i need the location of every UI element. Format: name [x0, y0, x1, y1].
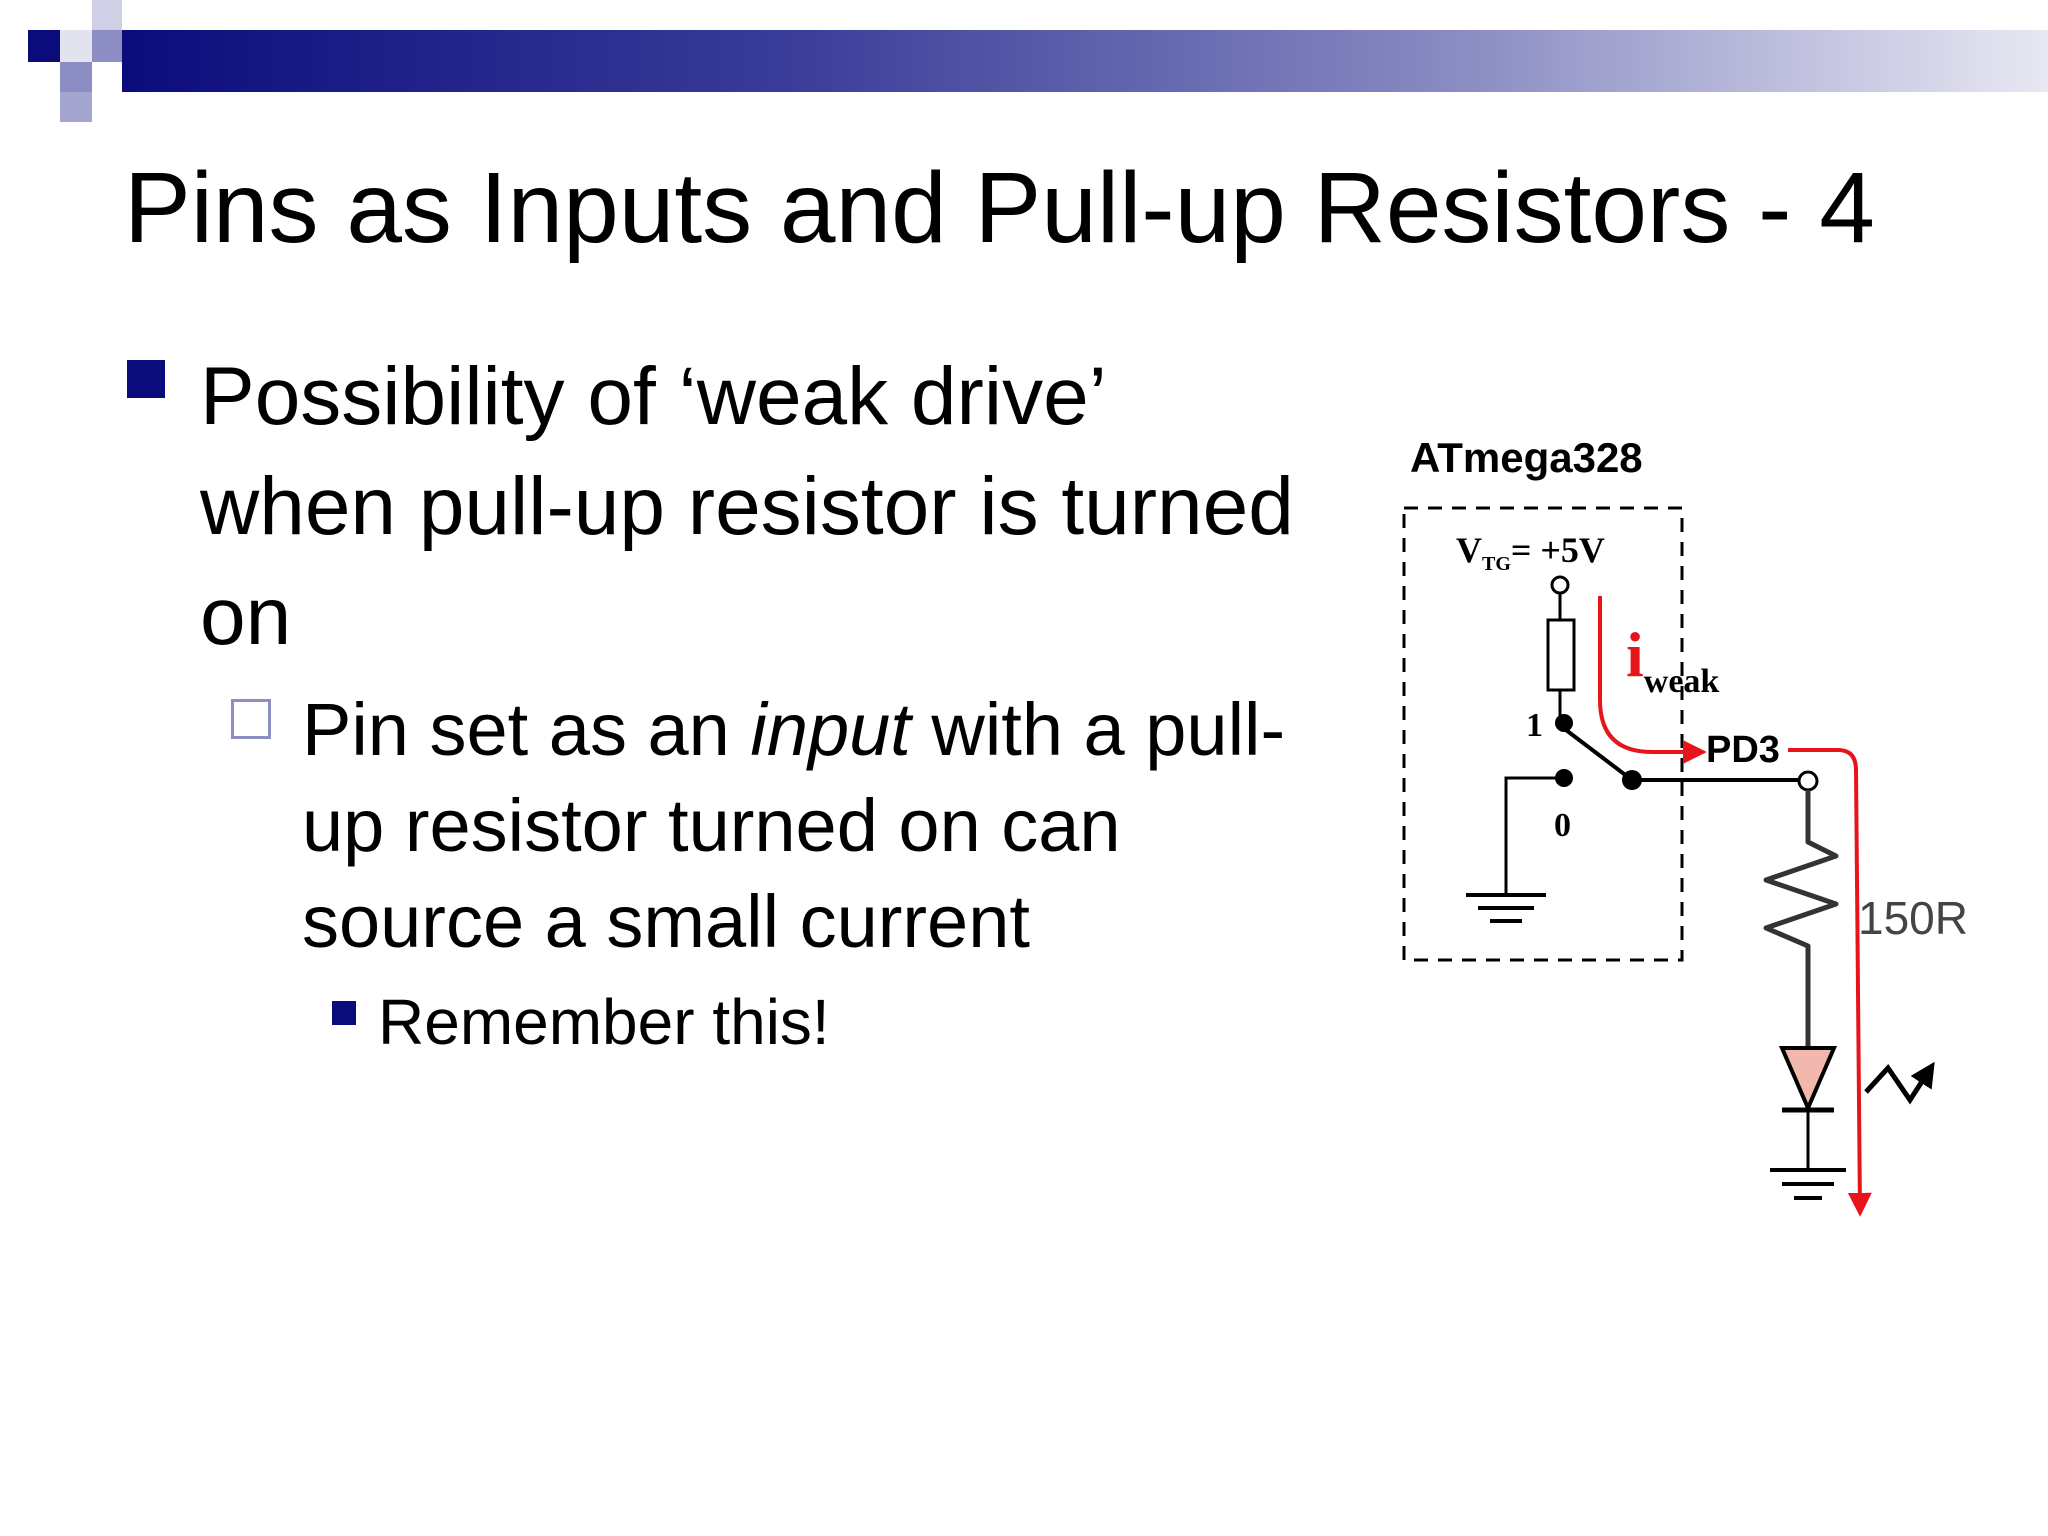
current-i: i: [1626, 619, 1644, 690]
bullet-main-text: Possibility of ‘weak drive’ when pull-up…: [200, 351, 1294, 662]
current-path-to-pin: [1598, 596, 1707, 764]
resistor-label: 150R: [1858, 892, 1968, 944]
circuit-diagram: ATmega328 VTG= +5V 1 0 PD3 150R iweak: [1402, 434, 1968, 1217]
vtg-label: VTG= +5V: [1456, 530, 1605, 575]
switch-pos-1-label: 1: [1526, 707, 1543, 744]
small-square-bullet-icon: [332, 1001, 356, 1025]
led-diode: [1778, 1046, 1838, 1114]
vtg-sub: TG: [1482, 553, 1511, 575]
chip-boundary: [1402, 506, 1684, 962]
pin-label: PD3: [1706, 729, 1780, 771]
current-label: iweak: [1626, 619, 1719, 700]
led-light-icon: [1864, 1061, 1935, 1105]
switch-contact-1: [1555, 714, 1573, 732]
vtg-v: V: [1456, 530, 1482, 570]
switch-blade: [1564, 728, 1634, 782]
decor-square: [60, 30, 92, 62]
sub-bullet-text: Pin set as an input with a pull-up resis…: [302, 682, 1302, 970]
pull-up-resistor: [1546, 618, 1576, 692]
slide-title: Pins as Inputs and Pull-up Resistors - 4: [124, 152, 1875, 264]
sub-sub-bullet-text: Remember this!: [378, 986, 830, 1058]
hollow-square-bullet-icon: [231, 699, 271, 739]
chip-label: ATmega328: [1410, 434, 1643, 481]
switch-pos-0-label: 0: [1554, 807, 1571, 844]
decor-square: [60, 92, 92, 122]
sub-bullet-text-after: with a pull-up resistor turned on can so…: [302, 688, 1286, 963]
sub-bullet-text-before: Pin set as an: [302, 688, 751, 771]
vtg-value: = +5V: [1511, 530, 1605, 570]
supply-node: [1550, 575, 1570, 595]
current-sub: weak: [1644, 663, 1720, 700]
external-resistor: [1763, 790, 1839, 1048]
decor-square: [92, 0, 122, 30]
decor-square: [60, 62, 92, 92]
switch-contact-0: [1555, 769, 1573, 787]
title-bar-gradient: [122, 30, 2048, 92]
pin-node: [1797, 770, 1819, 792]
wire: [1504, 776, 1556, 893]
sub-bullet-text-italic: input: [750, 688, 911, 771]
decor-square: [92, 30, 122, 62]
bullet-square-icon: [127, 360, 165, 398]
current-path-to-ground: [1788, 748, 1872, 1217]
decor-square: [28, 30, 60, 62]
